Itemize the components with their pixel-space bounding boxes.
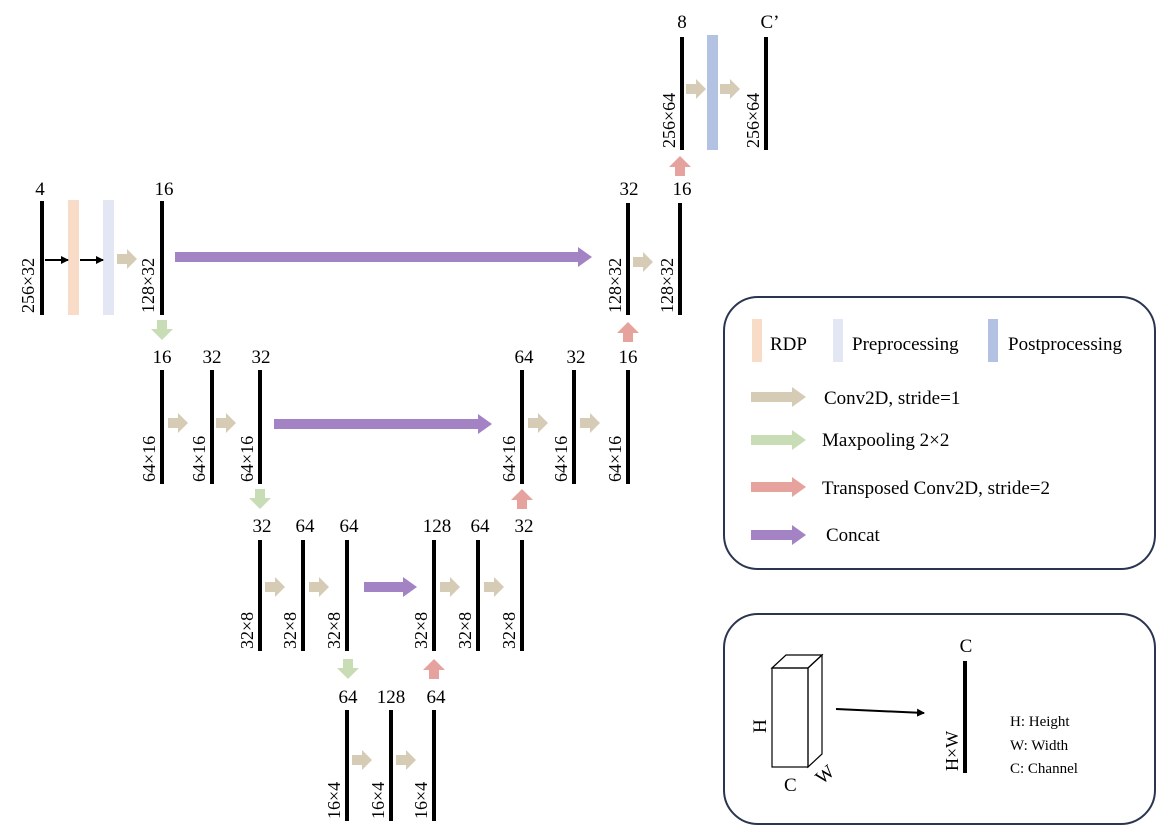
size-label: 16×4 (411, 782, 431, 819)
size-label: 64×16 (237, 436, 257, 482)
conv-arrow (396, 750, 416, 770)
key-c-label: C (784, 775, 797, 796)
conv-arrow (440, 577, 460, 597)
legend-postprocessing: Postprocessing (1008, 334, 1123, 355)
legend-concat: Concat (826, 525, 881, 546)
channel-label: 32 (515, 516, 534, 537)
conv-arrow (633, 252, 653, 272)
key-arrow (835, 708, 925, 717)
size-label: 64×16 (551, 436, 571, 482)
conv-arrow (484, 577, 504, 597)
conv-arrow (352, 750, 372, 770)
postprocessing-swatch (988, 319, 998, 362)
conv-legend-arrow (751, 387, 806, 407)
size-label: 32×8 (499, 612, 519, 649)
key-w-label: W (812, 761, 839, 789)
transposed-arrow (669, 156, 691, 176)
conv-arrow (168, 413, 188, 433)
channel-label: 64 (339, 687, 359, 708)
rdp-swatch (752, 319, 762, 362)
conv-arrow (580, 413, 600, 433)
maxpool-arrow (151, 320, 173, 340)
channel-label: 128 (423, 516, 452, 537)
concat-legend-arrow (751, 525, 806, 545)
concat-arrow (175, 247, 592, 267)
channel-label: 16 (673, 179, 692, 200)
size-label: 32×8 (280, 612, 300, 649)
conv-arrow (720, 79, 740, 99)
channel-label: 64 (296, 516, 316, 537)
size-label: 32×8 (324, 612, 344, 649)
conv-arrow (528, 413, 548, 433)
size-label: 16×4 (324, 782, 344, 819)
concat-arrow (364, 577, 417, 597)
channel-label: 128 (377, 687, 406, 708)
channel-label: 8 (677, 12, 687, 33)
size-label: 32×8 (455, 612, 475, 649)
key-width: W: Width (1010, 738, 1069, 754)
channel-label: 4 (35, 179, 45, 200)
channel-label: 16 (155, 179, 174, 200)
size-label: 256×64 (743, 93, 763, 148)
conv-arrow (216, 413, 236, 433)
transposed-legend-arrow (751, 477, 806, 497)
conv-arrow (686, 79, 706, 99)
size-label: 64×16 (499, 436, 519, 482)
rdp-block (68, 200, 79, 315)
size-label: 256×32 (18, 258, 38, 313)
channel-label: 64 (471, 516, 491, 537)
channel-label: 32 (253, 516, 272, 537)
size-label: 64×16 (605, 436, 625, 482)
legend-transposed: Transposed Conv2D, stride=2 (822, 478, 1050, 499)
maxpool-legend-arrow (751, 430, 806, 450)
key-c-top-label: C (960, 636, 973, 657)
size-label: 64×16 (139, 436, 159, 482)
key-hxw-label: H×W (942, 731, 962, 771)
conv-arrow (309, 577, 329, 597)
maxpool-arrow (249, 489, 271, 509)
transposed-arrow (617, 322, 639, 342)
channel-label: 64 (340, 516, 360, 537)
channel-label: 64 (515, 347, 535, 368)
concat-arrow (274, 414, 492, 434)
legend-maxpool: Maxpooling 2×2 (822, 430, 949, 451)
size-label: 256×64 (659, 93, 679, 148)
preprocessing-swatch (833, 319, 843, 362)
conv-arrow (117, 249, 137, 269)
size-label: 64×16 (189, 436, 209, 482)
channel-label: 32 (203, 347, 222, 368)
size-label: 16×4 (368, 782, 388, 819)
size-label: 32×8 (411, 612, 431, 649)
size-label: 128×32 (605, 258, 625, 313)
channel-label: 32 (620, 179, 639, 200)
legend-box (723, 296, 1156, 570)
postprocessing-block (707, 35, 718, 150)
key-h-label: H (750, 719, 771, 733)
key-box (723, 613, 1156, 825)
legend-preprocessing: Preprocessing (852, 334, 959, 355)
channel-label: 32 (567, 347, 586, 368)
channel-label: 32 (252, 347, 271, 368)
legend-rdp: RDP (770, 334, 807, 355)
key-channel: C: Channel (1010, 761, 1078, 777)
conv-arrow (265, 577, 285, 597)
size-label: 128×32 (138, 258, 158, 313)
channel-label: 64 (427, 687, 447, 708)
size-label: 32×8 (237, 612, 257, 649)
maxpool-arrow (337, 659, 359, 679)
size-label: 128×32 (657, 258, 677, 313)
channel-label: C’ (761, 12, 780, 33)
transposed-arrow (511, 489, 533, 509)
key-height: H: Height (1010, 714, 1070, 730)
channel-label: 16 (619, 347, 638, 368)
transposed-arrow (423, 659, 445, 679)
preprocessing-block (103, 200, 114, 315)
tensor-cube-icon (770, 653, 824, 769)
legend-conv: Conv2D, stride=1 (824, 388, 960, 409)
channel-label: 16 (153, 347, 172, 368)
